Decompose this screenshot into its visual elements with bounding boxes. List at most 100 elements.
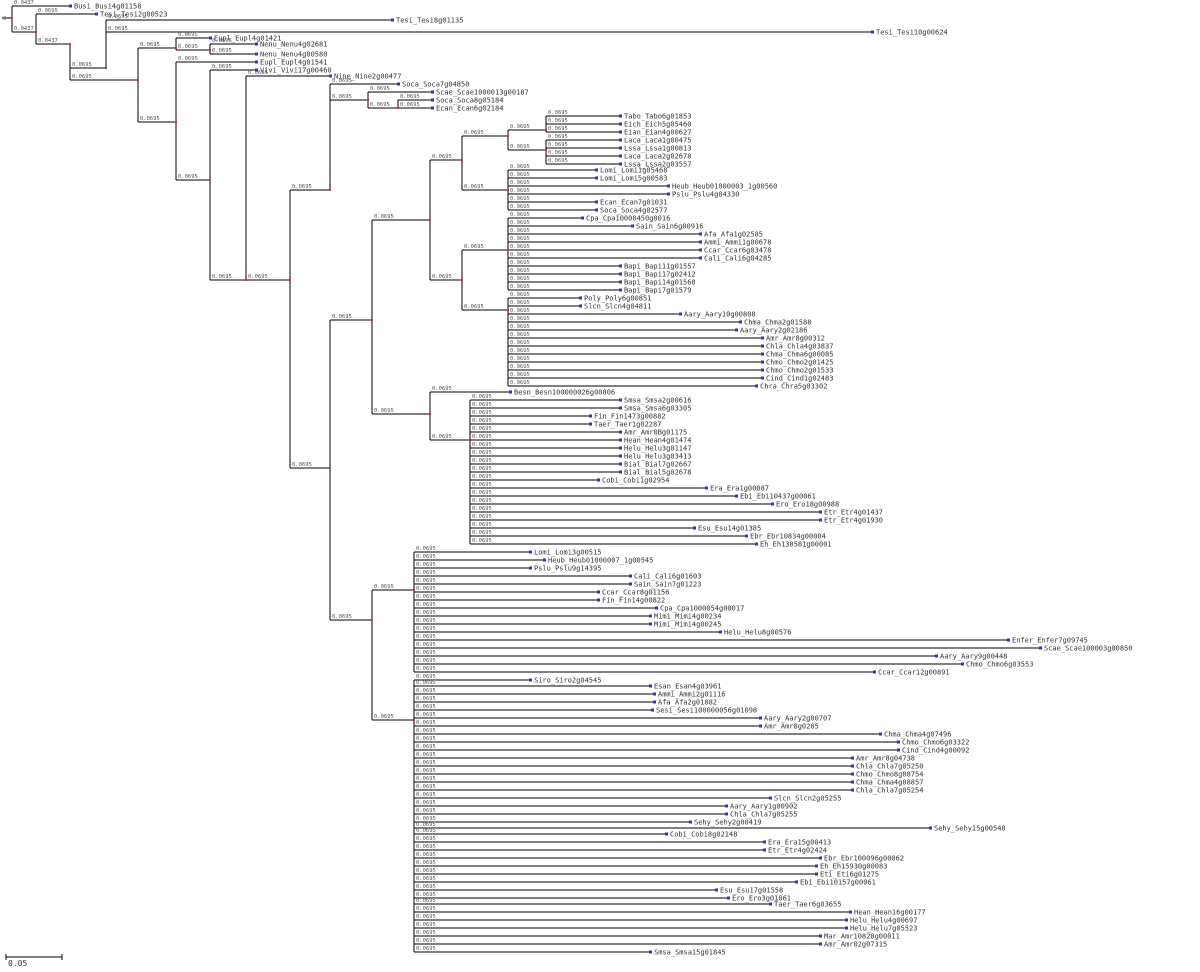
leaf-marker bbox=[431, 90, 434, 94]
leaf-label: Bapi_Bapi14g01568 bbox=[624, 279, 696, 287]
node-marker bbox=[507, 249, 509, 251]
leaf-marker bbox=[653, 692, 656, 696]
leaf-marker bbox=[391, 18, 394, 22]
leaf-label: Lssa_Lssa2g03557 bbox=[624, 161, 691, 169]
leaf-marker bbox=[745, 534, 748, 538]
leaf-label: Amr_Amr8g0285 bbox=[764, 723, 819, 731]
leaf-marker bbox=[509, 390, 512, 394]
leaf-marker bbox=[851, 756, 854, 760]
node-marker bbox=[137, 79, 139, 81]
leaf-label: Enfer_Enfer7g09745 bbox=[1012, 637, 1088, 645]
leaf-label: Cobi_Cobi1g02954 bbox=[602, 477, 669, 485]
leaf-label: Chmo_Chmo2g01425 bbox=[766, 359, 833, 367]
leaf-marker bbox=[961, 662, 964, 666]
branch-length-label: 0.0695 bbox=[416, 744, 436, 750]
branch-length-label: 0.0695 bbox=[416, 892, 436, 898]
leaf-marker bbox=[879, 732, 882, 736]
branch-length-label: 0.0695 bbox=[432, 434, 452, 440]
branch-length-label: 0.0695 bbox=[416, 868, 436, 874]
leaf-label: Chla_Chla7g05250 bbox=[856, 763, 923, 771]
leaf-marker bbox=[543, 558, 546, 562]
leaf-label: Bapi_Bapi17g02412 bbox=[624, 271, 696, 279]
leaf-marker bbox=[851, 780, 854, 784]
node-marker bbox=[105, 67, 107, 69]
leaf-label: Etr_Etr4g01930 bbox=[824, 517, 883, 525]
branch-length-label: 0.0695 bbox=[332, 614, 352, 620]
branch-length-label: 0.0695 bbox=[510, 188, 530, 194]
leaf-marker bbox=[619, 454, 622, 458]
leaf-marker bbox=[619, 162, 622, 166]
branch-length-label: 0.0695 bbox=[548, 134, 568, 140]
branch-length-label: 0.0695 bbox=[416, 586, 436, 592]
branch-length-label: 0.0695 bbox=[416, 674, 436, 680]
node-marker bbox=[507, 189, 509, 191]
leaf-marker bbox=[815, 864, 818, 868]
leaf-label: Tesi_Tesi10g00624 bbox=[876, 29, 948, 37]
leaf-marker bbox=[679, 312, 682, 316]
branch-length-label: 0.0695 bbox=[472, 474, 492, 480]
leaf-label: Helu_Helu4g00697 bbox=[850, 917, 917, 925]
leaf-marker bbox=[727, 896, 730, 900]
leaf-marker bbox=[631, 224, 634, 228]
leaf-label: Ecan_Ecan7g01031 bbox=[600, 199, 667, 207]
node-marker bbox=[429, 219, 431, 221]
branch-length-label: 0.0695 bbox=[416, 828, 436, 834]
branch-length-label: 0.0695 bbox=[464, 130, 484, 136]
node-marker bbox=[413, 719, 415, 721]
leaf-marker bbox=[649, 622, 652, 626]
branch-length-label: 0.0695 bbox=[416, 650, 436, 656]
tree-edges bbox=[2, 5, 1040, 953]
branch-length-label: 0.0695 bbox=[510, 172, 530, 178]
node-marker bbox=[209, 49, 211, 51]
leaf-label: Pslu_Pslu9g14395 bbox=[534, 565, 601, 573]
branch-length-label: 0.0695 bbox=[212, 38, 232, 44]
node-marker bbox=[507, 135, 509, 137]
branch-length-label: 0.0695 bbox=[332, 314, 352, 320]
leaf-marker bbox=[589, 422, 592, 426]
branch-length-label: 0.0695 bbox=[416, 808, 436, 814]
leaf-label: Cpa_Cpa10000450g0016 bbox=[586, 215, 670, 223]
leaf-label: Bial_Bial5g02678 bbox=[624, 469, 691, 477]
branch-length-label: 0.0695 bbox=[416, 898, 436, 904]
leaf-marker bbox=[431, 106, 434, 110]
branch-length-label: 0.0695 bbox=[510, 164, 530, 170]
branch-length-label: 0.0695 bbox=[416, 922, 436, 928]
branch-length-label: 0.0695 bbox=[416, 594, 436, 600]
branch-length-label: 0.0695 bbox=[510, 124, 530, 130]
leaf-marker bbox=[761, 336, 764, 340]
leaf-label: Fin_Fin1473g00882 bbox=[594, 413, 666, 421]
leaf-marker bbox=[255, 52, 258, 56]
node-marker bbox=[461, 159, 463, 161]
branch-length-label: 0.0695 bbox=[416, 914, 436, 920]
branch-length-label: 0.0695 bbox=[510, 324, 530, 330]
branch-length-label: 0.0695 bbox=[510, 144, 530, 150]
leaf-marker bbox=[769, 902, 772, 906]
leaf-label: Poly_Poly6g00851 bbox=[584, 295, 651, 303]
leaf-marker bbox=[815, 872, 818, 876]
branch-length-label: 0.0695 bbox=[510, 380, 530, 386]
leaf-label: Slcn_Slcn4g04811 bbox=[584, 303, 651, 311]
branch-length-label: 0.0695 bbox=[416, 906, 436, 912]
branch-length-label: 0.0695 bbox=[510, 236, 530, 242]
leaf-label: Laca_Laca2g02678 bbox=[624, 153, 691, 161]
leaf-marker bbox=[619, 280, 622, 284]
branch-length-label: 0.0695 bbox=[510, 276, 530, 282]
branch-length-label: 0.0695 bbox=[548, 118, 568, 124]
leaf-label: Soca_Soca8g05184 bbox=[436, 97, 503, 105]
leaf-marker bbox=[597, 598, 600, 602]
leaf-label: Era_Era1g00087 bbox=[710, 485, 769, 493]
branch-length-label: 0.0695 bbox=[510, 356, 530, 362]
branch-length-label: 0.0695 bbox=[374, 408, 394, 414]
leaf-label: Helu_Helu3g03413 bbox=[624, 453, 691, 461]
leaf-label: Aary_Aary2g00707 bbox=[764, 715, 831, 723]
leaf-label: Etr_Etr4g01437 bbox=[824, 509, 883, 517]
branch-length-label: 0.0695 bbox=[416, 634, 436, 640]
leaf-label: Sain_Sain6g00916 bbox=[636, 223, 703, 231]
leaf-marker bbox=[715, 888, 718, 892]
leaf-label: Mimi_Mimi4g00245 bbox=[654, 621, 721, 629]
leaf-marker bbox=[595, 176, 598, 180]
branch-length-label: 0.0695 bbox=[510, 300, 530, 306]
branch-length-label: 0.0695 bbox=[416, 712, 436, 718]
branch-length-label: 0.0695 bbox=[178, 174, 198, 180]
